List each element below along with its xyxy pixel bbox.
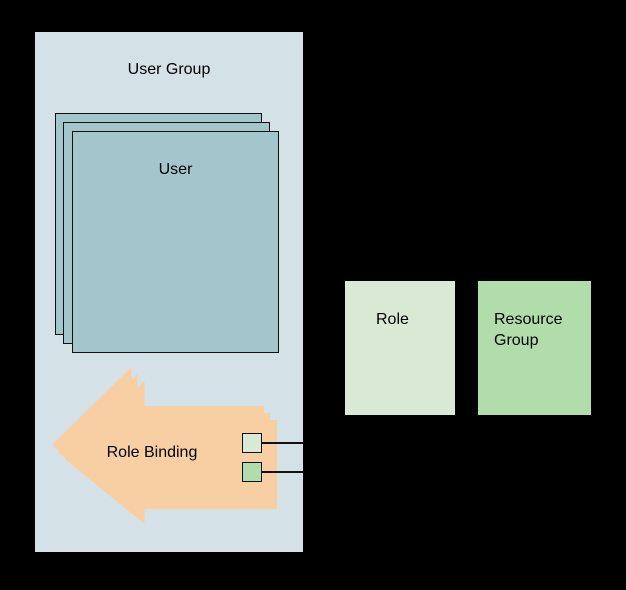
resource-group-connector-square[interactable] bbox=[242, 462, 262, 482]
role-binding-label: Role Binding bbox=[106, 444, 198, 461]
resource-group-box[interactable]: Resource Group bbox=[478, 281, 591, 415]
role-box-label: Role bbox=[376, 311, 409, 328]
role-connector-square[interactable] bbox=[242, 433, 262, 453]
role-binding-stack[interactable]: Role Binding bbox=[52, 367, 277, 527]
role-connector-line bbox=[261, 441, 303, 444]
user-label: User bbox=[158, 161, 193, 178]
resource-group-box-label: Resource Group bbox=[494, 311, 563, 349]
user-group-label: User Group bbox=[127, 61, 211, 78]
role-box[interactable]: Role bbox=[345, 281, 455, 415]
resource-group-connector-line bbox=[261, 470, 303, 473]
user-card-front[interactable]: User bbox=[72, 131, 279, 353]
user-stack[interactable]: User bbox=[55, 113, 279, 353]
